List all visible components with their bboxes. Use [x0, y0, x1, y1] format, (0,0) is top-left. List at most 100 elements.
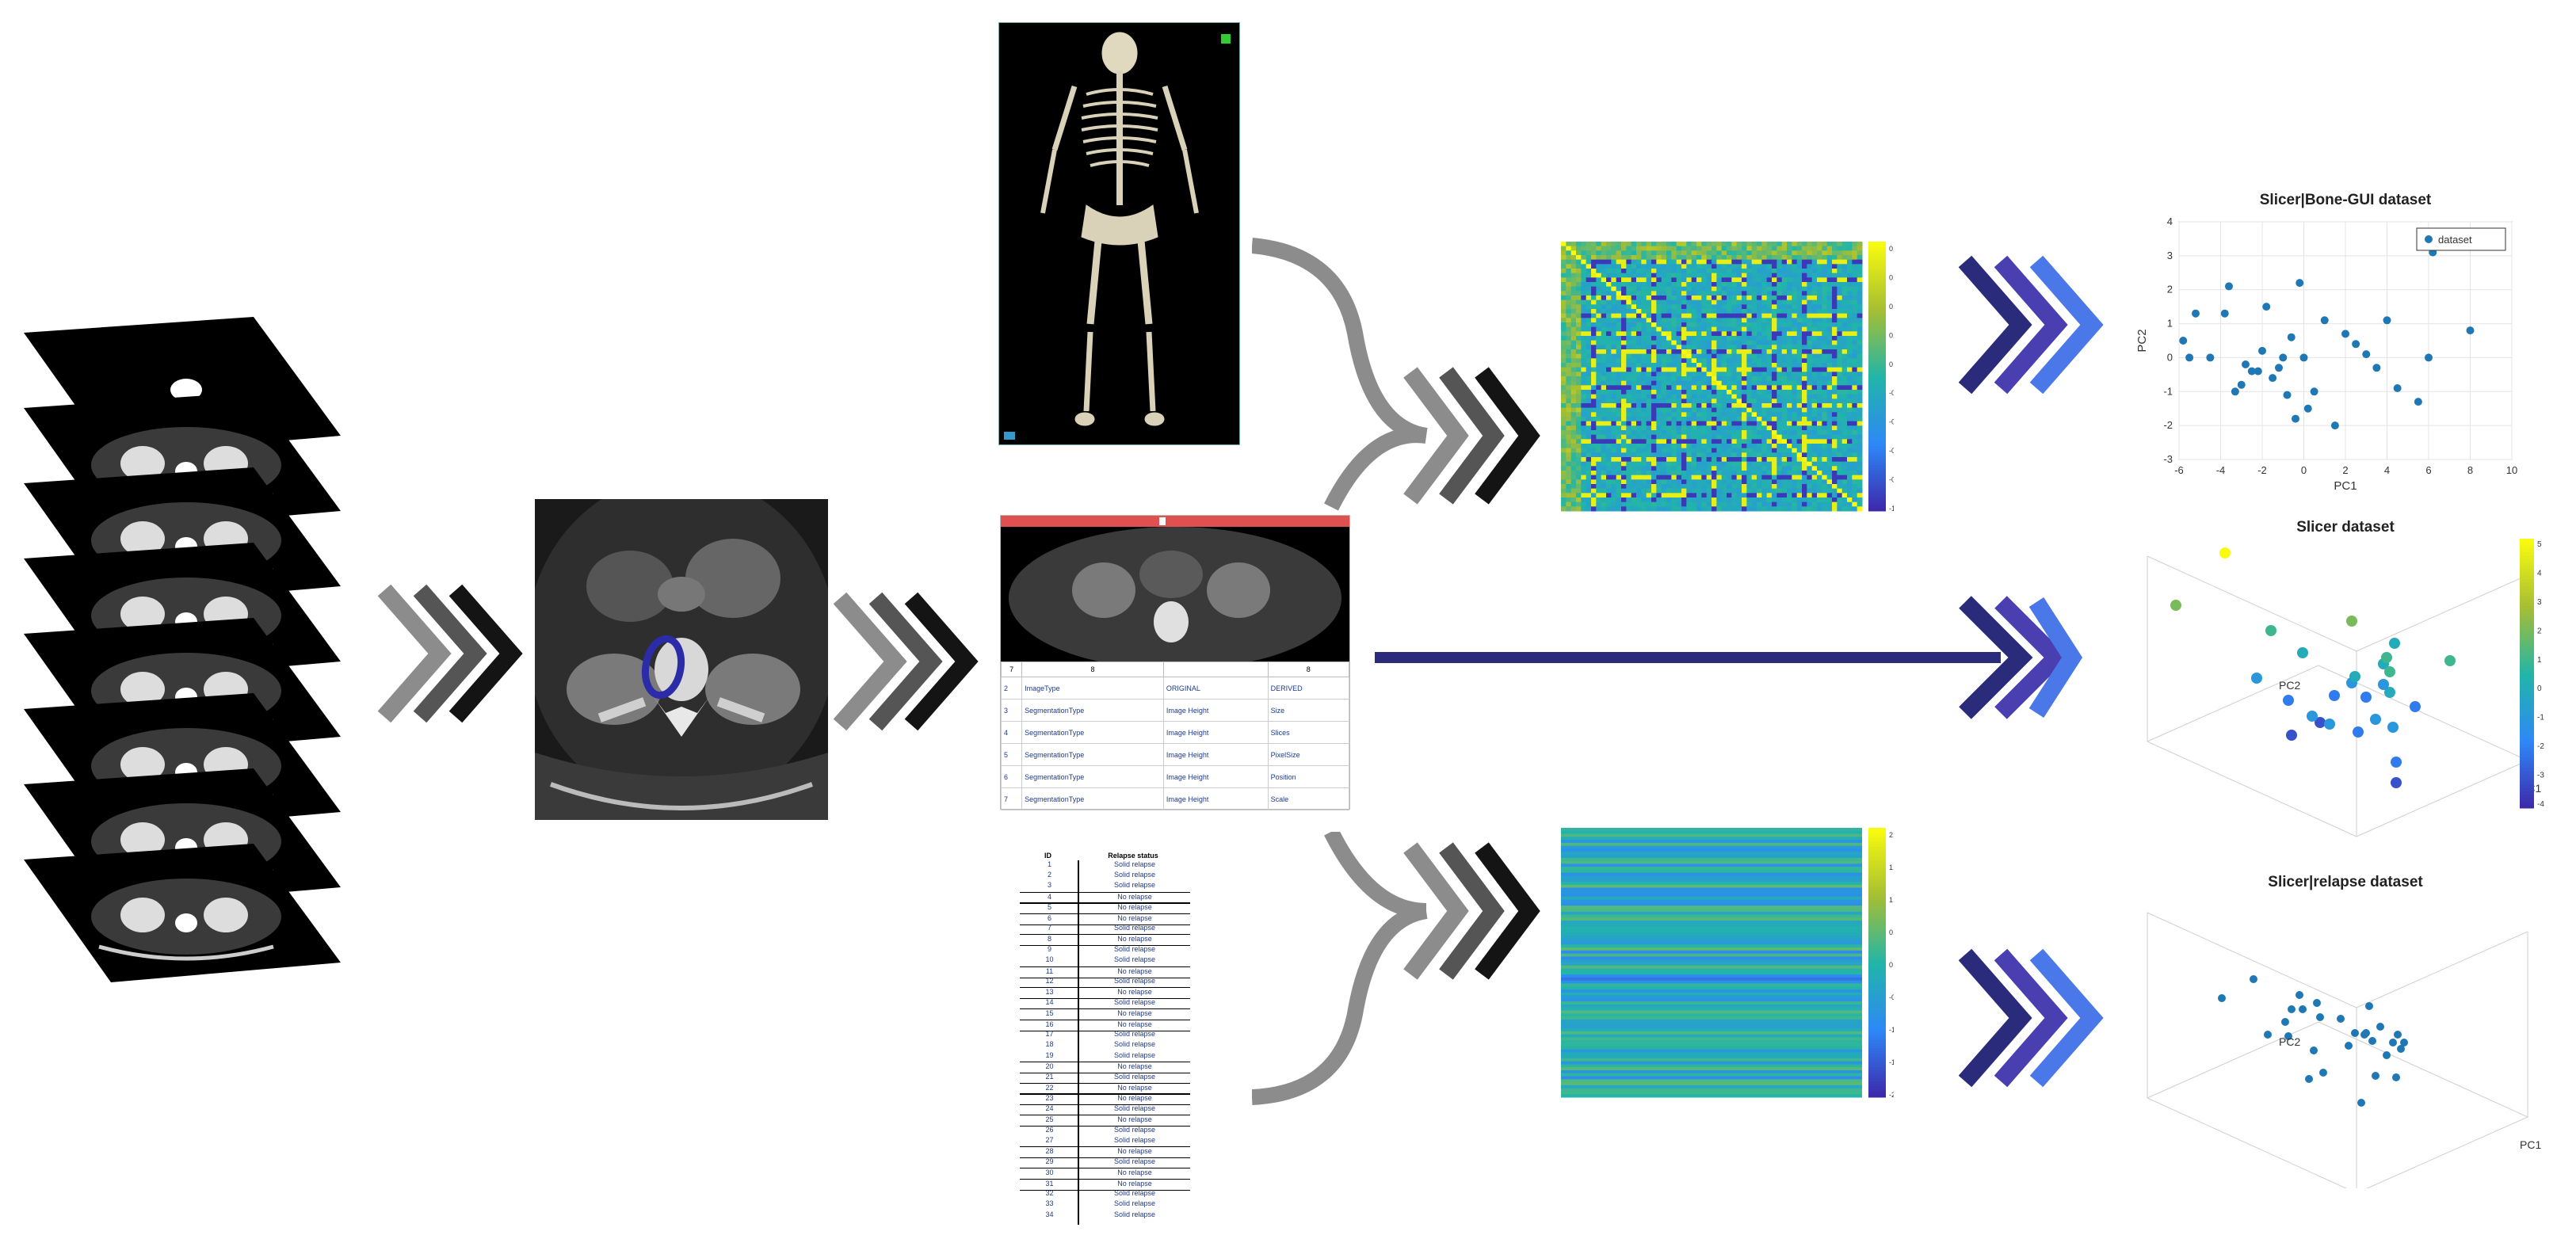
heatmap-cell: [1631, 501, 1637, 507]
heatmap-cell: [1656, 475, 1662, 480]
heatmap-cell: [1586, 488, 1592, 494]
heatmap-cell: [1751, 412, 1757, 417]
heatmap-cell: [1626, 336, 1632, 341]
heatmap-cell: [1727, 250, 1732, 256]
heatmap-cell: [1581, 407, 1587, 413]
colorbar-segment: [1868, 408, 1886, 412]
heatmap-cell: [1671, 367, 1677, 372]
heatmap-cell: [1581, 425, 1587, 431]
heatmap-cell: [1761, 412, 1768, 417]
heatmap-cell: [1716, 291, 1723, 296]
heatmap-cell: [1696, 295, 1702, 301]
colorbar-segment: [1868, 949, 1886, 952]
heatmap-cell: [1772, 295, 1777, 301]
heatmap-cell: [1671, 345, 1677, 350]
heatmap-cell: [1796, 417, 1803, 422]
data-point: [2307, 711, 2318, 722]
heatmap-cell: [1837, 452, 1843, 458]
heatmap-cell: [1616, 277, 1622, 283]
heatmap-cell: [1570, 246, 1577, 251]
heatmap-cell: [1686, 444, 1693, 449]
heatmap-cell: [1611, 326, 1617, 332]
heatmap-cell: [1721, 466, 1727, 471]
heatmap-cell: [1691, 471, 1697, 476]
heatmap-cell: [1826, 407, 1833, 413]
heatmap-cell: [1832, 273, 1838, 278]
heatmap-cell: [1802, 394, 1807, 399]
heatmap-cell: [1651, 475, 1657, 480]
heatmap-row: [1561, 1088, 1862, 1092]
heatmap-cell: [1847, 412, 1853, 417]
colorbar-segment: [2520, 791, 2534, 795]
heatmap-cell: [1686, 255, 1693, 261]
heatmap-cell: [1757, 444, 1762, 449]
heatmap-cell: [1712, 506, 1717, 512]
heatmap-cell: [1561, 394, 1567, 399]
colorbar-segment: [1868, 852, 1886, 856]
heatmap-cell: [1712, 448, 1717, 453]
heatmap-cell: [1621, 322, 1627, 328]
heatmap-cell: [1686, 425, 1693, 431]
heatmap-cell: [1581, 417, 1587, 422]
heatmap-cell: [1822, 363, 1828, 368]
colorbar-segment: [1868, 306, 1886, 310]
colorbar-segment: [1868, 997, 1886, 1001]
heatmap-cell: [1766, 412, 1773, 417]
heatmap-cell: [1781, 376, 1788, 382]
heatmap-cell: [1706, 398, 1712, 404]
slider-handle[interactable]: [1159, 517, 1166, 525]
heatmap-cell: [1581, 471, 1587, 476]
heatmap-cell: [1847, 336, 1853, 341]
heatmap-cell: [1736, 340, 1742, 345]
heatmap-cell: [1686, 336, 1693, 341]
heatmap-cell: [1857, 412, 1863, 417]
heatmap-cell: [1766, 448, 1773, 453]
heatmap-cell: [1631, 466, 1637, 471]
heatmap-cell: [1766, 488, 1773, 494]
heatmap-cell: [1586, 372, 1592, 377]
x-tick-label: 6: [2425, 464, 2431, 476]
heatmap-cell: [1681, 501, 1687, 507]
heatmap-cell: [1701, 304, 1708, 310]
heatmap-row: [1561, 977, 1862, 982]
heatmap-cell: [1701, 498, 1708, 503]
heatmap-cell: [1601, 407, 1607, 413]
heatmap-cell: [1792, 349, 1798, 355]
heatmap-cell: [1731, 376, 1738, 382]
heatmap-cell: [1746, 358, 1753, 364]
heatmap-cell: [1596, 313, 1602, 318]
heatmap-cell: [1611, 367, 1617, 372]
colorbar-segment: [1868, 252, 1886, 256]
heatmap-cell: [1621, 309, 1627, 315]
heatmap-cell: [1696, 457, 1702, 463]
heatmap-cell: [1776, 363, 1783, 368]
heatmap-cell: [1841, 313, 1848, 318]
heatmap-cell: [1852, 403, 1858, 409]
heatmap-cell: [1736, 398, 1742, 404]
heatmap-cell: [1691, 250, 1697, 256]
heatmap-cell: [1841, 471, 1848, 476]
heatmap-cell: [1772, 282, 1777, 288]
heatmap-cell: [1666, 479, 1672, 485]
heatmap-cell: [1661, 390, 1667, 395]
heatmap-cell: [1651, 425, 1657, 431]
heatmap-cell: [1596, 394, 1602, 399]
heatmap-cell: [1646, 444, 1652, 449]
heatmap-cell: [1746, 403, 1753, 409]
heatmap-cell: [1621, 242, 1627, 247]
heatmap-cell: [1566, 336, 1572, 341]
heatmap-cell: [1691, 304, 1697, 310]
heatmap-cell: [1721, 493, 1727, 498]
heatmap-cell: [1772, 380, 1777, 386]
colorbar-segment: [1868, 1092, 1886, 1096]
heatmap-cell: [1731, 484, 1738, 490]
heatmap-row: [1561, 936, 1862, 940]
heatmap-cell: [1716, 390, 1723, 395]
heatmap-cell: [1781, 250, 1788, 256]
